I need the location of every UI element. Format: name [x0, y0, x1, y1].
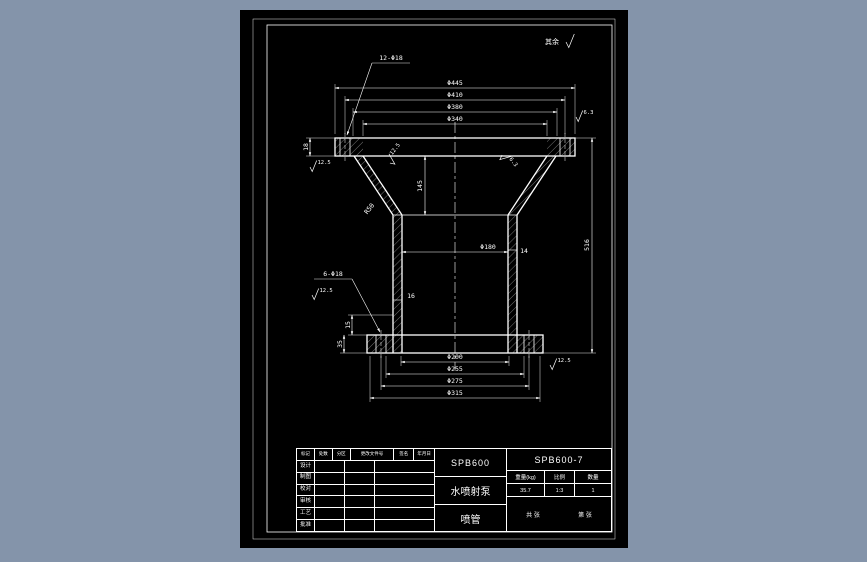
revision-header-row: 标记 处数 分区 更改文件号 签名 年月日 — [297, 449, 434, 461]
roughness-value: 6.3 — [584, 110, 594, 116]
tb-cell — [375, 485, 434, 496]
dimension-label: Φ200 — [447, 353, 463, 361]
tb-cell — [375, 508, 434, 519]
dimension-label: 15 — [344, 321, 352, 329]
roughness-symbol-icon: 12.5 — [549, 358, 571, 371]
other-surfaces-note: 其余 — [545, 33, 575, 49]
dimension-label: 145 — [416, 180, 424, 192]
scale-value-cell: 1:3 — [545, 484, 575, 497]
cad-drawing: Φ445 Φ410 Φ380 Φ340 Φ200 Φ255 Φ275 Φ315 … — [252, 18, 616, 540]
dimension-label: Φ410 — [447, 91, 463, 99]
tb-cell — [315, 508, 345, 520]
tb-cell — [345, 460, 375, 472]
dimension-label: R50 — [363, 202, 377, 216]
dimension-label: Φ180 — [480, 243, 496, 251]
tb-cell — [315, 496, 345, 508]
scale-label-cell: 比例 — [545, 471, 575, 484]
roughness-symbol-icon: 12.5 — [388, 142, 402, 165]
tb-cell — [315, 520, 345, 532]
roughness-value: 12.5 — [389, 142, 402, 156]
tb-cell: 更改文件号 — [351, 449, 395, 460]
dimension-label: Φ315 — [447, 389, 463, 397]
bolt-note-label: 6-Φ18 — [323, 270, 343, 278]
weight-label-cell: 重量(kg) — [507, 471, 545, 484]
roughness-value: 12.5 — [320, 288, 333, 294]
roughness-value: 12.5 — [318, 160, 331, 166]
model-cell: SPB600 — [435, 449, 506, 477]
qty-label-cell: 数量 — [575, 471, 611, 484]
drawing-frame — [252, 18, 616, 540]
part-name-cell: 喷管 — [460, 514, 481, 526]
weight-value-cell: 35.7 — [507, 484, 545, 497]
weight-scale-grid: 重量(kg) 比例 数量 35.7 1:3 1 — [507, 471, 611, 497]
staff-row: 批准 — [297, 520, 434, 532]
sheet-total-cell: 共 张 — [526, 512, 540, 519]
tb-cell — [345, 508, 375, 520]
dimension-label: 16 — [407, 292, 415, 300]
tb-cell — [315, 472, 345, 484]
bolt-note-label: 12-Φ18 — [379, 54, 403, 62]
tb-cell — [375, 520, 434, 531]
tb-cell: 校对 — [297, 484, 315, 496]
roughness-symbol-icon: 12.5 — [309, 160, 331, 173]
dimension-labels: Φ445 Φ410 Φ380 Φ340 Φ200 Φ255 Φ275 Φ315 … — [302, 54, 591, 397]
tb-cell: 制图 — [297, 472, 315, 484]
sheet-count-row: 共 张 第 张 — [507, 497, 611, 531]
tb-cell — [375, 473, 434, 484]
tb-cell: 批准 — [297, 520, 315, 532]
tb-cell: 处数 — [315, 449, 333, 460]
tb-cell: 审核 — [297, 496, 315, 508]
tb-cell — [375, 496, 434, 507]
product-name-cell: 水喷射泵 — [435, 477, 506, 505]
tb-cell — [375, 461, 434, 472]
title-block-right: SPB600-7 重量(kg) 比例 数量 35.7 1:3 1 共 张 第 张 — [507, 449, 611, 531]
dimension-label: 516 — [583, 239, 591, 251]
tb-cell: 标记 — [297, 449, 315, 460]
tb-cell: 设计 — [297, 460, 315, 472]
roughness-symbol-icon: 6.3 — [575, 110, 594, 123]
extension-lines — [306, 62, 596, 402]
dimension-label: 18 — [302, 143, 310, 151]
tb-cell: 工艺 — [297, 508, 315, 520]
tb-cell: 年月日 — [417, 451, 431, 457]
dimension-label: Φ255 — [447, 365, 463, 373]
tb-cell: 分区 — [333, 449, 351, 460]
dimension-label: Φ380 — [447, 103, 463, 111]
roughness-symbol-icon — [565, 33, 575, 49]
dimension-label: Φ275 — [447, 377, 463, 385]
staff-row: 审核 — [297, 496, 434, 509]
dimension-lines — [308, 62, 594, 400]
dimension-label: Φ340 — [447, 115, 463, 123]
tb-cell — [345, 484, 375, 496]
roughness-marks: 12.5 6.3 12.5 12.5 6.3 12.5 — [309, 110, 594, 371]
roughness-value: 12.5 — [558, 358, 571, 364]
staff-row: 工艺 — [297, 508, 434, 521]
tb-cell — [315, 484, 345, 496]
staff-row: 校对 — [297, 484, 434, 497]
roughness-value: 6.3 — [507, 157, 518, 169]
section-hatch — [335, 138, 575, 353]
staff-row: 制图 — [297, 472, 434, 485]
tb-cell — [345, 520, 375, 532]
dimension-label: Φ445 — [447, 79, 463, 87]
other-surfaces-label: 其余 — [545, 37, 559, 46]
drawing-number-cell: SPB600-7 — [507, 449, 611, 471]
tb-cell: 签名 — [394, 449, 415, 460]
tb-cell — [345, 472, 375, 484]
revision-and-staff-table: 标记 处数 分区 更改文件号 签名 年月日 设计 制图 校对 — [297, 449, 435, 532]
staff-row: 设计 — [297, 460, 434, 473]
dimension-label: 35 — [336, 340, 344, 348]
title-block-middle: SPB600 水喷射泵 喷管 — [435, 449, 507, 531]
roughness-symbol-icon: 6.3 — [499, 154, 518, 169]
drawing-sheet: Φ445 Φ410 Φ380 Φ340 Φ200 Φ255 Φ275 Φ315 … — [240, 10, 628, 548]
tb-cell — [315, 460, 345, 472]
title-block: 标记 处数 分区 更改文件号 签名 年月日 设计 制图 校对 — [296, 448, 612, 532]
roughness-symbol-icon: 12.5 — [311, 288, 333, 301]
qty-value-cell: 1 — [591, 487, 595, 494]
tb-cell — [345, 496, 375, 508]
sheet-number-cell: 第 张 — [578, 512, 592, 519]
dimension-label: 14 — [520, 247, 528, 255]
